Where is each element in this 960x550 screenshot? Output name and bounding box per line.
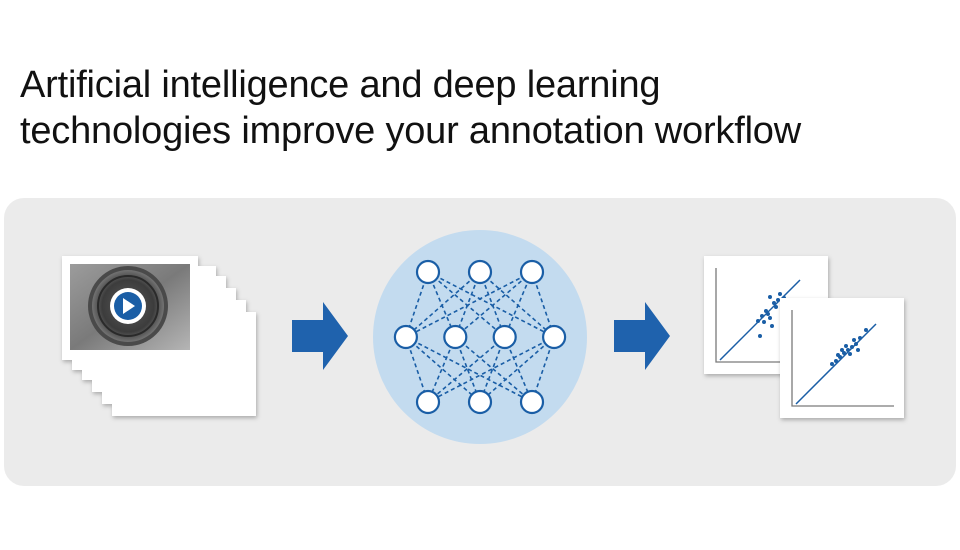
network-node [521,391,543,413]
network-node [444,326,466,348]
network-node [469,261,491,283]
network-node [417,391,439,413]
right-arrow-icon [292,302,348,370]
network-node [469,391,491,413]
neural-network-icon [373,230,587,444]
network-node [494,326,516,348]
scatter-plot-results-icon [704,256,904,418]
network-node [521,261,543,283]
play-icon[interactable] [110,288,146,324]
network-node [417,261,439,283]
network-node [543,326,565,348]
right-arrow-icon [614,302,670,370]
network-node [395,326,417,348]
